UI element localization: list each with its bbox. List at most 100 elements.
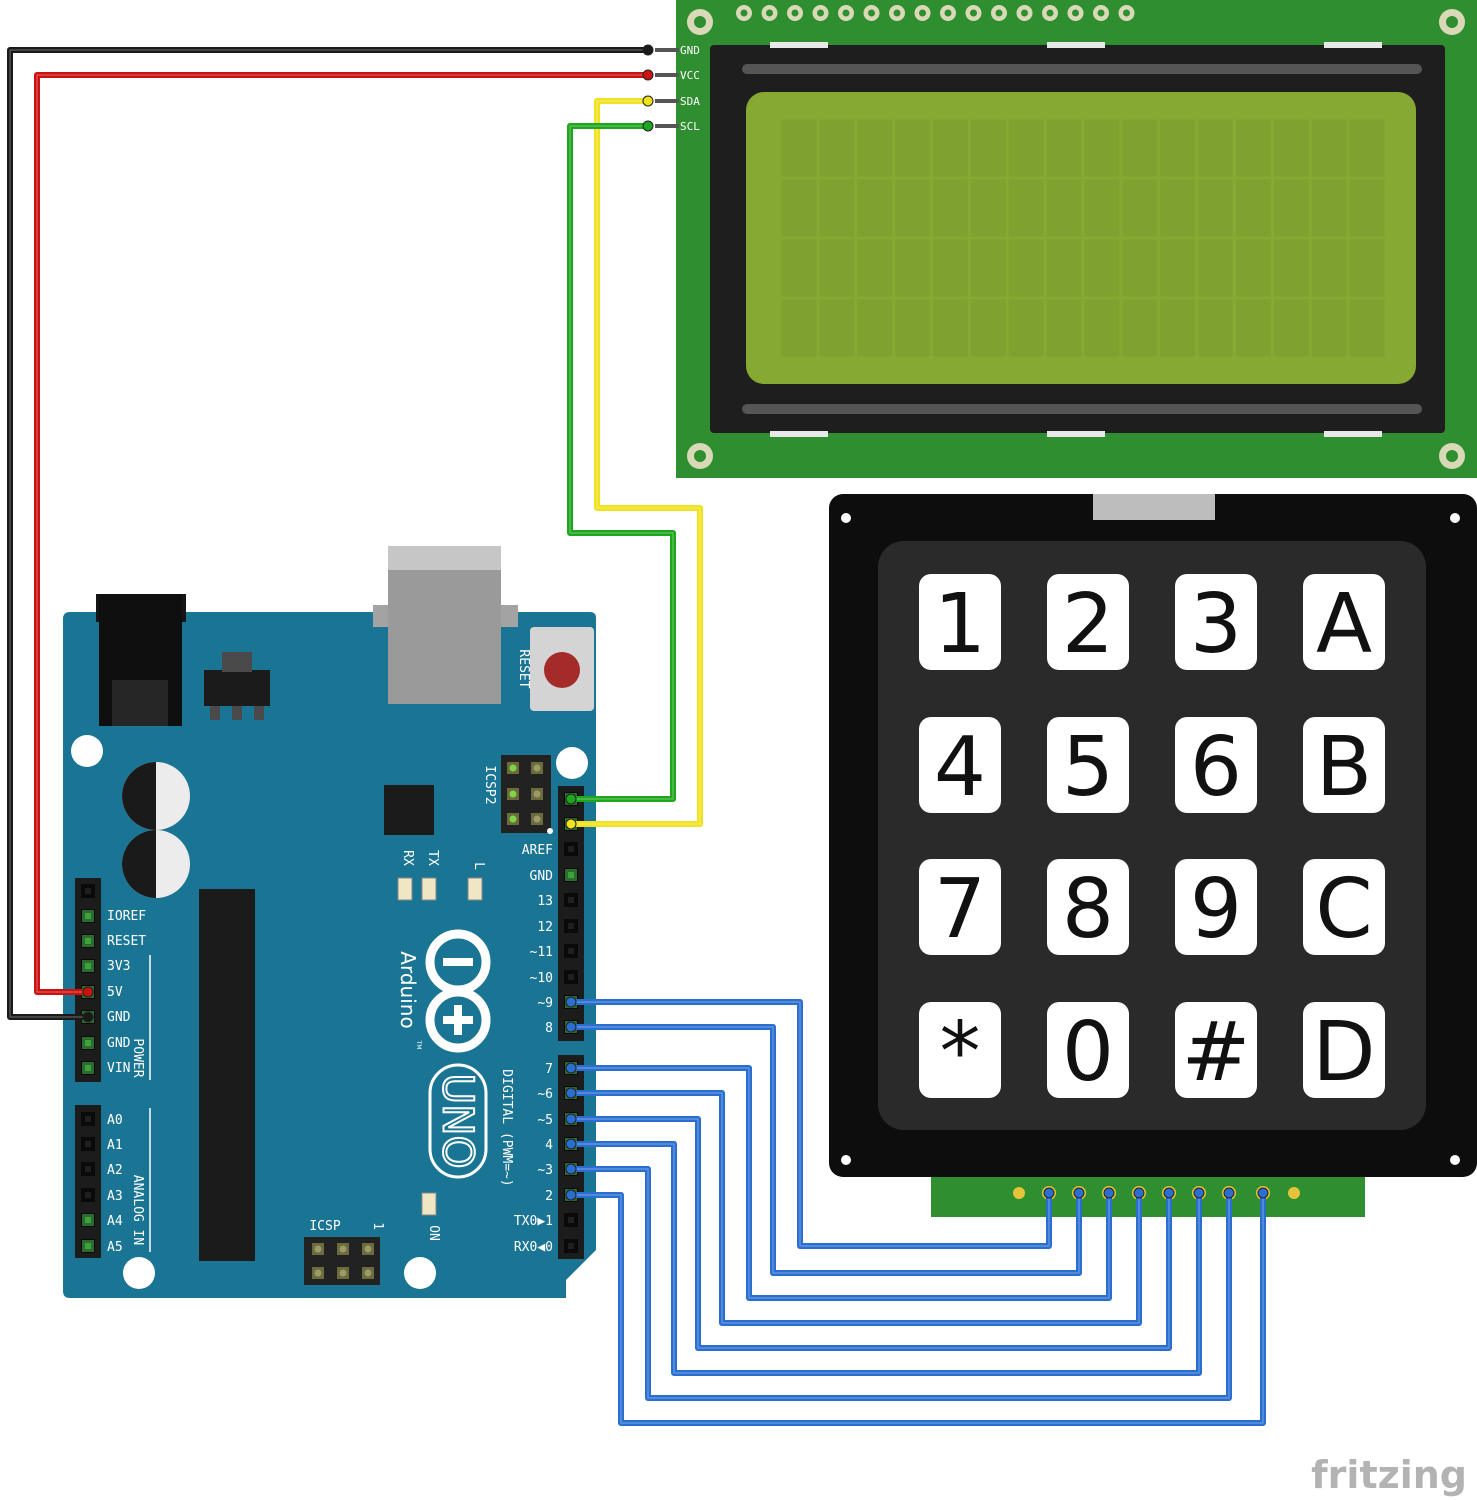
keypad-key-4[interactable]: 4 [919,717,1001,815]
arduino-infinity-logo [425,929,491,1053]
reset-label: RESET [516,649,531,688]
keypad-key-A[interactable]: A [1303,574,1385,672]
lcd-cell [1198,179,1233,237]
lcd-cell [1008,179,1044,237]
digital-pin-label: ~9 [537,996,553,1011]
wire-gnd[interactable] [7,47,651,1020]
digital-label: DIGITAL (PWM=~) [499,1069,514,1186]
lcd-cell [1084,119,1120,177]
keypad-keycap[interactable] [1175,574,1257,670]
lcd-header-pins [736,5,1135,21]
lcd-cell [895,179,930,237]
lcd-cell [1046,299,1082,357]
keypad-key-0[interactable]: 0 [1047,1002,1129,1100]
keypad-key-9[interactable]: 9 [1175,859,1257,957]
lcd-cell [1236,239,1271,297]
lcd-cell [1122,299,1158,357]
wire-keypad-5[interactable] [568,1116,1172,1351]
wire-sda[interactable] [568,98,703,827]
keypad-key-8[interactable]: 8 [1047,859,1129,957]
lcd-cell [857,239,893,297]
wire-scl[interactable] [567,123,676,802]
digital-pin-label: TX0▶1 [514,1214,553,1229]
keypad-keycap[interactable] [1047,859,1129,955]
keypad-key-5[interactable]: 5 [1047,717,1129,815]
analog-label: ANALOG IN [130,1175,145,1245]
keypad-keycap[interactable] [919,1002,1001,1098]
lcd-cell [1046,239,1082,297]
keypad-key-label: 8 [1062,862,1114,957]
keypad-keycap[interactable] [1047,717,1129,813]
keypad-keycap[interactable] [1303,859,1385,955]
wire-keypad-6[interactable] [568,1141,1202,1376]
keypad-keycap[interactable] [919,574,1001,670]
lcd-cell [781,239,817,297]
digital-pin-label: 8 [545,1021,553,1036]
analog-pin-label: A1 [107,1138,123,1153]
lcd-cell [1084,299,1120,357]
trademark-label: TM [415,1040,422,1050]
keypad-key-label: 1 [934,577,986,672]
icsp2-label: ICSP2 [482,765,497,804]
lcd-cell [933,119,968,177]
tx-label: TX [425,850,440,866]
lcd-cell [1236,119,1271,177]
lcd-cell [1084,239,1120,297]
keypad-key-C[interactable]: C [1303,859,1385,957]
keypad-key-7[interactable]: 7 [919,859,1001,957]
lcd-cell [1084,179,1120,237]
wire-keypad-1[interactable] [568,999,1052,1249]
keypad-key-#[interactable]: # [1175,1002,1257,1100]
keypad-keycap[interactable] [919,717,1001,813]
keypad-keycap[interactable] [1175,859,1257,955]
lcd-cell [1160,179,1196,237]
keypad-keycap[interactable] [1047,1002,1129,1098]
icsp-pin1-label: 1 [370,1222,385,1230]
wire-endpoints [82,44,1269,1201]
model-label: UNO [434,1073,483,1168]
usb-chip [384,785,434,835]
keypad-keycap[interactable] [919,859,1001,955]
keypad-key-6[interactable]: 6 [1175,717,1257,815]
keypad-key-label: D [1312,1005,1375,1100]
keypad-key-3[interactable]: 3 [1175,574,1257,672]
keypad-keycap[interactable] [1175,1002,1257,1098]
keypad-key-D[interactable]: D [1303,1002,1385,1100]
usb-connector [388,546,501,704]
keypad-keycap[interactable] [1175,717,1257,813]
keypad-key-*[interactable]: * [919,1002,1001,1100]
keypad-keycap[interactable] [1047,574,1129,670]
lcd-cell [1349,119,1385,177]
lcd-cell [1122,179,1158,237]
power-pin-label: GND [107,1010,131,1025]
keypad-keycap[interactable] [1303,574,1385,670]
keypad-key-label: B [1316,720,1372,815]
keypad-key-B[interactable]: B [1303,717,1385,815]
digital-pin-label: ~10 [530,971,553,986]
wire-vcc[interactable] [34,72,651,995]
lcd-cell [1046,119,1082,177]
keypad-key-2[interactable]: 2 [1047,574,1129,672]
atmega-chip [199,889,255,1261]
wire-keypad-8[interactable] [568,1190,1266,1426]
keypad-keycap[interactable] [1303,717,1385,813]
wire-keypad-3[interactable] [568,1065,1112,1301]
lcd-cell [819,119,855,177]
power-pin-label: GND [107,1036,131,1051]
wire-keypad-2[interactable] [568,1024,1082,1276]
lcd-cell [1349,179,1385,237]
wire-keypad-4[interactable] [568,1090,1142,1326]
lcd-cell [1311,119,1347,177]
analog-pin-label: A5 [107,1240,123,1255]
keypad-key-label: # [1182,1005,1251,1100]
lcd-cell [819,179,855,237]
keypad-keycap[interactable] [1303,1002,1385,1098]
keypad-key-1[interactable]: 1 [919,574,1001,672]
power-pin-label: 3V3 [107,959,130,974]
wire-keypad-7[interactable] [568,1166,1232,1401]
